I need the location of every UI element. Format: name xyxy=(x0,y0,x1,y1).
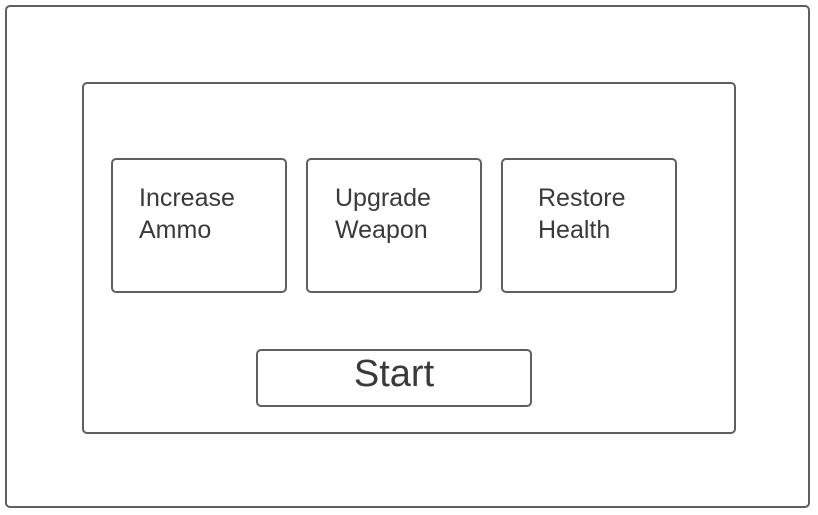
restore-health-button[interactable]: Restore Health xyxy=(501,158,677,293)
start-button[interactable]: Start xyxy=(256,349,532,407)
start-label: Start xyxy=(353,353,435,395)
upgrade-weapon-label: Upgrade Weapon xyxy=(335,184,431,244)
increase-ammo-label: Increase Ammo xyxy=(139,184,235,244)
upgrade-weapon-button[interactable]: Upgrade Weapon xyxy=(306,158,482,293)
restore-health-label: Restore Health xyxy=(538,184,626,244)
increase-ammo-button[interactable]: Increase Ammo xyxy=(111,158,287,293)
